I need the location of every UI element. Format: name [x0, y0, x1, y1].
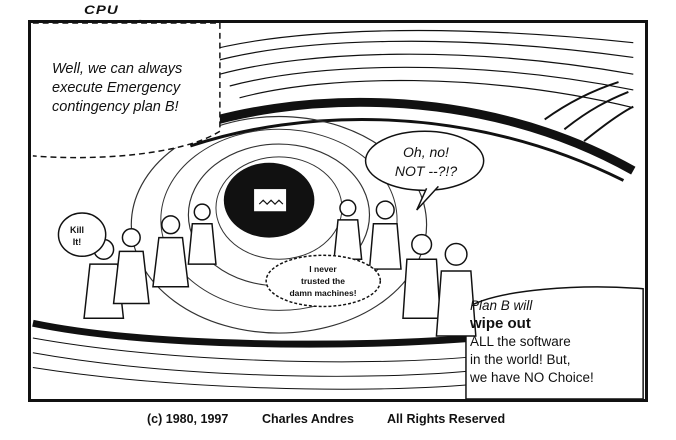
copyright-text: (c) 1980, 1997 — [147, 412, 229, 426]
bubble-never — [265, 254, 382, 308]
bubble-text-kill: Kill It! — [59, 224, 95, 248]
eyelid-hatching — [200, 29, 634, 109]
lower-lid — [32, 319, 477, 348]
bubble-line: NOT --?!? — [394, 163, 458, 179]
bubble-text-oh-no: Oh, no! NOT --?!? — [372, 143, 480, 181]
computer-screen — [252, 187, 288, 213]
author-text: Charles Andres — [262, 412, 354, 426]
caption-line: we have NO Choice! — [470, 370, 594, 385]
caption-plan-b: Well, we can always execute Emergency co… — [52, 60, 232, 117]
bubble-kill — [57, 212, 107, 258]
bubble-line: trusted the — [301, 276, 345, 286]
caption-line: Well, we can always — [52, 61, 183, 77]
caption-box-bottom-right — [465, 286, 644, 399]
eyelashes — [544, 81, 634, 142]
caption-line: execute Emergency — [52, 80, 181, 96]
bubble-line: Kill — [69, 225, 84, 235]
logo-line-cpu: CPU — [84, 3, 119, 18]
bubble-line: Oh, no! — [403, 144, 449, 160]
eye-illustration — [32, 23, 644, 399]
caption-box-top-left — [32, 23, 221, 159]
caption-line: ALL the software — [470, 334, 571, 349]
caption-emphasis: wipe out — [470, 315, 531, 332]
iris — [130, 115, 428, 334]
rights-text: All Rights Reserved — [387, 412, 506, 426]
footer-credits: (c) 1980, 1997 Charles Andres All Rights… — [0, 412, 676, 432]
bubble-text-never: I never trusted the damn machines! — [270, 263, 376, 299]
caption-line: contingency plan B! — [52, 99, 179, 115]
bubble-line: damn machines! — [289, 288, 357, 298]
caption-line: in the world! But, — [470, 352, 571, 367]
cpu-wars-logo: CPU WARS — [45, 2, 188, 48]
caption-wipe-out: Plan B will wipe out ALL the software in… — [470, 297, 650, 387]
comic-panel — [28, 20, 648, 402]
bubble-oh-no — [364, 130, 485, 192]
scientists — [83, 199, 477, 337]
upper-lash-line — [179, 97, 636, 175]
caption-line: Plan B will — [470, 298, 533, 313]
bubble-line: It! — [72, 237, 82, 247]
bubble-line: I never — [309, 264, 337, 274]
